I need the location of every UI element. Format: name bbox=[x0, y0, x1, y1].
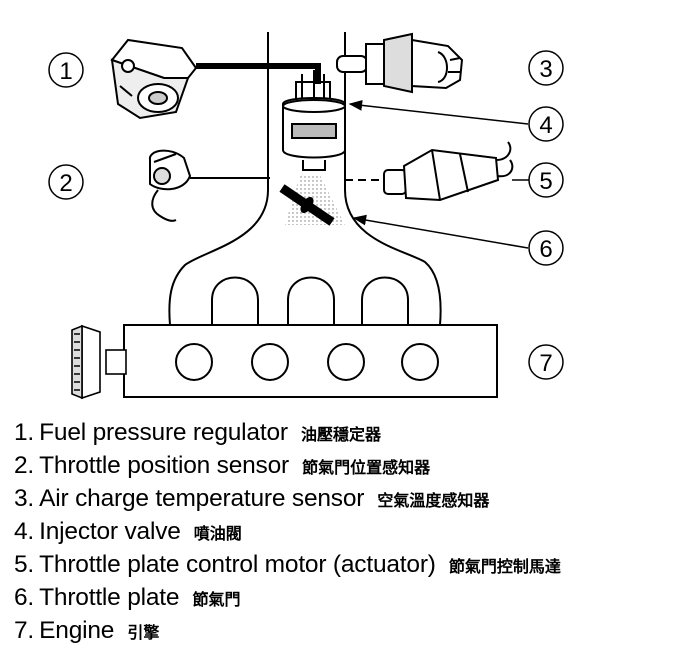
leader-arrow-4 bbox=[348, 99, 529, 125]
svg-text:4: 4 bbox=[539, 112, 552, 139]
legend-number: 6. bbox=[14, 584, 35, 611]
legend-chinese: 空氣溫度感知器 bbox=[377, 491, 490, 510]
injector-valve bbox=[282, 70, 346, 171]
leader-arrow-6 bbox=[352, 214, 529, 249]
legend-english: Injector valve bbox=[39, 518, 181, 545]
svg-text:5: 5 bbox=[539, 168, 552, 195]
svg-text:3: 3 bbox=[539, 56, 552, 83]
legend-number: 1. bbox=[14, 419, 35, 446]
callout-6: 6 bbox=[528, 230, 564, 266]
legend-english: Throttle position sensor bbox=[39, 452, 289, 479]
legend-item-1: 1. Fuel pressure regulator 油壓穩定器 bbox=[14, 416, 561, 449]
legend-chinese: 噴油閥 bbox=[193, 524, 242, 543]
legend-number: 7. bbox=[14, 617, 35, 644]
cylinder-1 bbox=[175, 343, 213, 381]
legend-english: Air charge temperature sensor bbox=[39, 485, 365, 512]
legend-chinese: 節氣門位置感知器 bbox=[302, 458, 431, 477]
cylinder-2 bbox=[251, 343, 289, 381]
legend-english: Throttle plate control motor (actuator) bbox=[39, 551, 436, 578]
intake-manifold bbox=[168, 32, 442, 326]
engine-pulley bbox=[71, 324, 127, 400]
legend-english: Throttle plate bbox=[39, 584, 180, 611]
legend-chinese: 節氣門 bbox=[192, 590, 241, 609]
parts-legend: 1. Fuel pressure regulator 油壓穩定器 2. Thro… bbox=[14, 416, 561, 647]
engine-block bbox=[123, 324, 498, 398]
cylinder-4 bbox=[401, 343, 439, 381]
callout-5: 5 bbox=[528, 162, 564, 198]
cylinder-3 bbox=[327, 343, 365, 381]
svg-text:2: 2 bbox=[59, 170, 72, 197]
legend-english: Fuel pressure regulator bbox=[39, 419, 288, 446]
legend-chinese: 引擎 bbox=[127, 623, 160, 642]
legend-item-3: 3. Air charge temperature sensor 空氣溫度感知器 bbox=[14, 482, 561, 515]
fuel-line bbox=[196, 63, 321, 84]
callout-1: 1 bbox=[48, 52, 84, 88]
legend-item-2: 2. Throttle position sensor 節氣門位置感知器 bbox=[14, 449, 561, 482]
callout-3: 3 bbox=[528, 50, 564, 86]
throttle-plate bbox=[279, 175, 345, 226]
callout-7: 7 bbox=[528, 344, 564, 380]
legend-chinese: 油壓穩定器 bbox=[300, 425, 381, 444]
legend-number: 3. bbox=[14, 485, 35, 512]
svg-text:7: 7 bbox=[539, 350, 552, 377]
svg-text:1: 1 bbox=[59, 58, 72, 85]
legend-number: 2. bbox=[14, 452, 35, 479]
legend-item-7: 7. Engine 引擎 bbox=[14, 614, 561, 647]
fuel-pressure-regulator bbox=[110, 38, 198, 120]
legend-item-6: 6. Throttle plate 節氣門 bbox=[14, 581, 561, 614]
throttle-position-sensor bbox=[148, 149, 192, 222]
legend-item-4: 4. Injector valve 噴油閥 bbox=[14, 515, 561, 548]
legend-number: 4. bbox=[14, 518, 35, 545]
callout-4: 4 bbox=[528, 106, 564, 142]
legend-number: 5. bbox=[14, 551, 35, 578]
legend-item-5: 5. Throttle plate control motor (actuato… bbox=[14, 548, 561, 581]
air-charge-temperature-sensor bbox=[336, 32, 464, 94]
legend-english: Engine bbox=[39, 617, 115, 644]
throttle-plate-control-motor bbox=[383, 141, 514, 202]
engine-diagram: 1 2 3 4 5 6 7 bbox=[48, 32, 564, 400]
callout-2: 2 bbox=[48, 164, 84, 200]
legend-chinese: 節氣門控制馬達 bbox=[448, 557, 561, 576]
svg-text:6: 6 bbox=[539, 236, 552, 263]
